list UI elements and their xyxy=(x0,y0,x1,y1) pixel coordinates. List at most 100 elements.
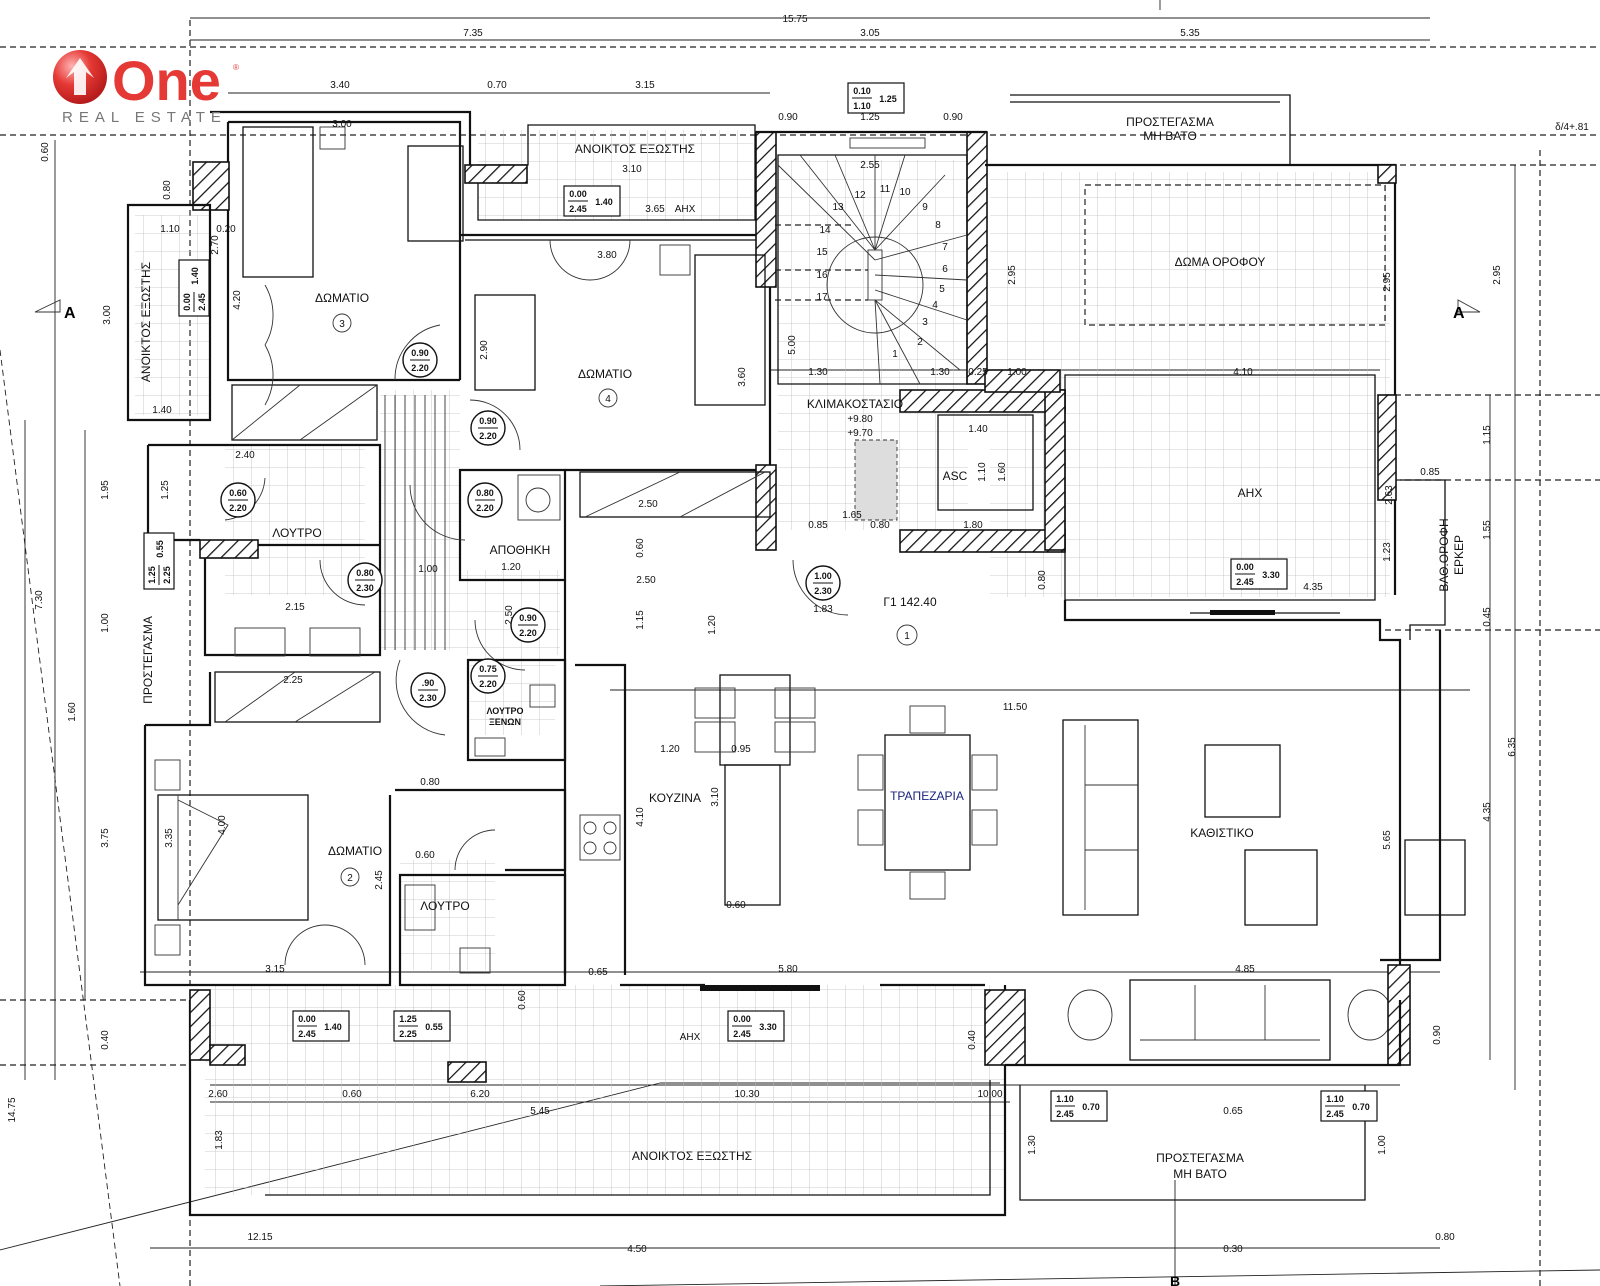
room-number: 3 xyxy=(339,319,345,330)
stair-step-number: 4 xyxy=(932,300,938,311)
stair-step-number: 16 xyxy=(816,270,828,281)
room-label: ΠΡΟΣΤΕΓΑΣΜΑ xyxy=(1126,115,1214,129)
dimension-label: 3.60 xyxy=(737,367,748,387)
room-label: ΜΗ ΒΑΤΟ xyxy=(1173,1167,1227,1181)
dimension-label: 0.80 xyxy=(870,520,890,531)
dimension-label: 7.35 xyxy=(463,28,483,39)
door-width: 0.60 xyxy=(229,488,247,498)
dimension-label: 3.40 xyxy=(330,80,350,91)
apartment-label: Γ1 142.40 xyxy=(883,595,937,609)
dimension-label: 15.75 xyxy=(782,14,807,25)
dimension-label: 2.50 xyxy=(504,605,515,625)
window-sill: 1.10 xyxy=(1326,1094,1344,1104)
door-width: 0.75 xyxy=(479,664,497,674)
dimension-label: 1.40 xyxy=(152,405,172,416)
dimension-label: 0.95 xyxy=(731,744,751,755)
room-label: ΑΝΟΙΚΤΟΣ ΕΞΩΣΤΗΣ xyxy=(575,142,695,156)
dimension-label: 2.60 xyxy=(208,1089,228,1100)
dimension-label: 3.75 xyxy=(100,828,111,848)
window-tag: 1.252.250.55 xyxy=(393,1010,451,1042)
dimension-label: 3.10 xyxy=(622,164,642,175)
door-tag: 0.902.20 xyxy=(470,410,506,446)
door-tag: 0.802.20 xyxy=(467,482,503,518)
window-head: 2.45 xyxy=(1326,1109,1344,1119)
dimension-label: 4.20 xyxy=(232,290,243,310)
dimension-label: 1.25 xyxy=(860,112,880,123)
room-label: ΛΟΥΤΡΟ xyxy=(486,706,523,716)
room-label: ΛΟΥΤΡΟ xyxy=(420,899,469,913)
dimension-label: 0.80 xyxy=(162,180,173,200)
room-label: ΚΑΘΙΣΤΙΚΟ xyxy=(1190,826,1253,840)
door-width: 1.00 xyxy=(814,571,832,581)
dimension-label: 3.10 xyxy=(710,787,721,807)
stair-step-number: 5 xyxy=(939,284,945,295)
dimension-label: 0.60 xyxy=(517,990,528,1010)
section-marker-b: B xyxy=(1170,1273,1180,1286)
door-tag: 0.752.20 xyxy=(470,658,506,694)
dimension-label: 14.75 xyxy=(7,1097,18,1122)
dimension-label: 2.95 xyxy=(1382,272,1393,292)
window-sill: 1.25 xyxy=(399,1014,417,1024)
dimension-label: 1.65 xyxy=(842,510,862,521)
stair-step-number: 7 xyxy=(942,242,948,253)
window-width: 1.25 xyxy=(879,94,897,104)
window-head: 1.10 xyxy=(853,101,871,111)
dimension-label: 1.10 xyxy=(160,224,180,235)
stair-step-number: 15 xyxy=(816,247,828,258)
dimension-label: 5.35 xyxy=(1180,28,1200,39)
dimension-label: 7.30 xyxy=(34,590,45,610)
window-width: 3.30 xyxy=(759,1022,777,1032)
door-height: 2.20 xyxy=(229,503,247,513)
window-sill: 0.10 xyxy=(853,86,871,96)
dimension-label: 0.40 xyxy=(100,1030,111,1050)
dimension-label: 0.45 xyxy=(1482,607,1493,627)
room-label: ΔΩΜΑΤΙΟ xyxy=(315,291,369,305)
dimension-label: 2.50 xyxy=(636,575,656,586)
dimension-label: 0.30 xyxy=(1223,1244,1243,1255)
window-sill: 1.25 xyxy=(147,566,157,584)
door-height: 2.20 xyxy=(411,363,429,373)
window-tag: 1.102.450.70 xyxy=(1050,1090,1108,1122)
room-label: ΑΝΟΙΚΤΟΣ ΕΞΩΣΤΗΣ xyxy=(139,262,153,382)
stair-step-number: 17 xyxy=(816,292,828,303)
dimension-label: 1.20 xyxy=(707,615,718,635)
room-label: ΠΡΟΣΤΕΓΑΣΜΑ xyxy=(141,616,155,704)
dimension-label: 2.15 xyxy=(285,602,305,613)
dimension-label: 4.10 xyxy=(635,807,646,827)
dimension-label: 3.35 xyxy=(164,828,175,848)
one-real-estate-logo: One ® REAL ESTATE xyxy=(53,49,239,126)
window-width: 1.40 xyxy=(324,1022,342,1032)
dimension-label: 3.15 xyxy=(265,964,285,975)
dimension-label: 5.00 xyxy=(787,335,798,355)
door-width: .90 xyxy=(422,678,435,688)
stair-step-number: 9 xyxy=(922,202,928,213)
door-tag: 0.60 2.20 xyxy=(220,482,256,518)
dimension-label: 6.20 xyxy=(470,1089,490,1100)
dimension-label: 1.40 xyxy=(968,424,988,435)
dimension-label: 4.85 xyxy=(1235,964,1255,975)
dimension-label: 3.80 xyxy=(597,250,617,261)
dimension-label: 1.95 xyxy=(100,480,111,500)
dimension-label: 5.80 xyxy=(778,964,798,975)
room-label: ΑΗΧ xyxy=(680,1032,701,1043)
dimension-label: 0.90 xyxy=(1432,1025,1443,1045)
stair-step-number: 3 xyxy=(922,317,928,328)
dimension-label: 3.05 xyxy=(860,28,880,39)
logo-tagline: REAL ESTATE xyxy=(62,109,227,126)
room-label: ΜΗ ΒΑΤΟ xyxy=(1143,129,1197,143)
door-height: 2.30 xyxy=(814,586,832,596)
room-label: ΑΗΧ xyxy=(675,204,696,215)
dimension-label: 2.90 xyxy=(479,340,490,360)
dimension-label: 1.00 xyxy=(100,613,111,633)
window-width: 0.70 xyxy=(1352,1102,1370,1112)
section-marker-a: A xyxy=(1453,305,1465,322)
stair-step-number: 11 xyxy=(880,184,891,195)
walls xyxy=(126,94,1466,1217)
window-sill: 1.10 xyxy=(1056,1094,1074,1104)
room-label: ΑΗΧ xyxy=(1238,486,1263,500)
window-head: 2.45 xyxy=(733,1029,751,1039)
door-width: 0.80 xyxy=(476,488,494,498)
